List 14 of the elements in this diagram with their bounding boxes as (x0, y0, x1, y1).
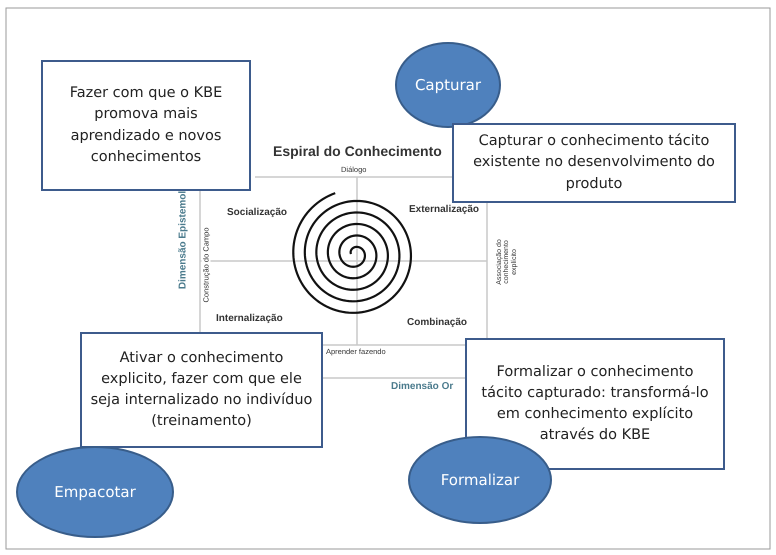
description-box: Fazer com que o KBE promova mais aprendizado e novos conhecimentos (41, 60, 251, 191)
quadrant-label: Combinação (406, 317, 468, 328)
description-box: Formalizar o conhecimento tácito capturado: transformá-lo em conhecimento explícito através do KBE (465, 338, 725, 470)
quadrant-label: Externalização (408, 204, 480, 215)
step-label: Empacotar (54, 483, 136, 501)
quadrant-label: Socialização (226, 207, 288, 218)
quadrant-label: Internalização (215, 313, 284, 324)
step-label: Capturar (414, 76, 482, 94)
axis-label: Dimensão Epistemol (178, 190, 188, 290)
quadrant-label: Dimensão Or (390, 381, 454, 392)
description-box: Ativar o conhecimento explicito, fazer com que ele seja internalizado no indivíduo (treinamento) (80, 332, 323, 448)
description-box: Capturar o conhecimento tácito existente no desenvolvimento do produto (452, 123, 736, 203)
step-label: Formalizar (440, 471, 520, 489)
spiral-heading: Espiral do Conhecimento (272, 143, 443, 159)
